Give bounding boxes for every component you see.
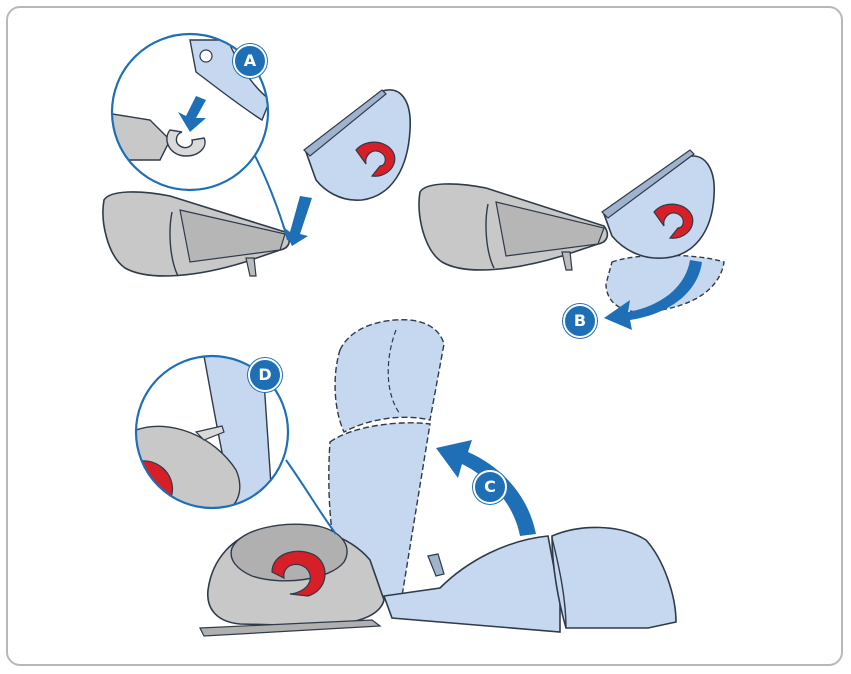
backrest-frame-a xyxy=(303,89,387,157)
step-badge-b: B xyxy=(563,304,597,338)
seat-base-leg-a xyxy=(245,257,257,277)
backrest-post-c xyxy=(427,553,445,577)
callout-line-d xyxy=(285,459,337,535)
seat-base-leg-b xyxy=(561,251,573,271)
raise-arrow-c xyxy=(436,440,536,536)
step-badge-a: A xyxy=(233,44,267,78)
step-b-group xyxy=(418,149,725,330)
callout-line-a xyxy=(251,149,289,241)
backrest-flat-divider-c xyxy=(551,537,567,629)
step-c-group xyxy=(199,319,677,637)
step-badge-c: C xyxy=(473,470,507,504)
step-a-group xyxy=(102,32,411,277)
down-arrow-a xyxy=(282,196,312,246)
magnifier-a-arrow xyxy=(178,96,206,132)
rotate-arrow-b xyxy=(604,260,702,330)
magnifier-d-pin xyxy=(194,425,225,441)
seat-base-rail-c xyxy=(199,619,382,637)
seat-base-divider-a xyxy=(169,211,179,277)
headrest-inner-ghost-c xyxy=(387,329,401,415)
magnifier-d-ring xyxy=(134,354,290,510)
seat-base-side-a xyxy=(179,209,286,263)
backrest-flat-cushion-c xyxy=(551,526,677,629)
step-d-group xyxy=(134,354,337,535)
magnifier-a-hook xyxy=(166,129,206,157)
seat-base-divider-b xyxy=(485,203,495,269)
backrest-flat-c xyxy=(382,535,561,633)
step-badge-d: D xyxy=(248,358,282,392)
belt-guide-red-c xyxy=(271,550,326,597)
magnifier-a-hole xyxy=(199,49,213,63)
headrest-ghost-c xyxy=(334,319,445,433)
seat-base-side-b xyxy=(495,201,605,257)
backrest-frame-b xyxy=(601,149,695,219)
magnifier-a-ring xyxy=(110,32,270,192)
belt-guide-red-b xyxy=(653,203,694,239)
belt-guide-red-a xyxy=(355,141,396,177)
